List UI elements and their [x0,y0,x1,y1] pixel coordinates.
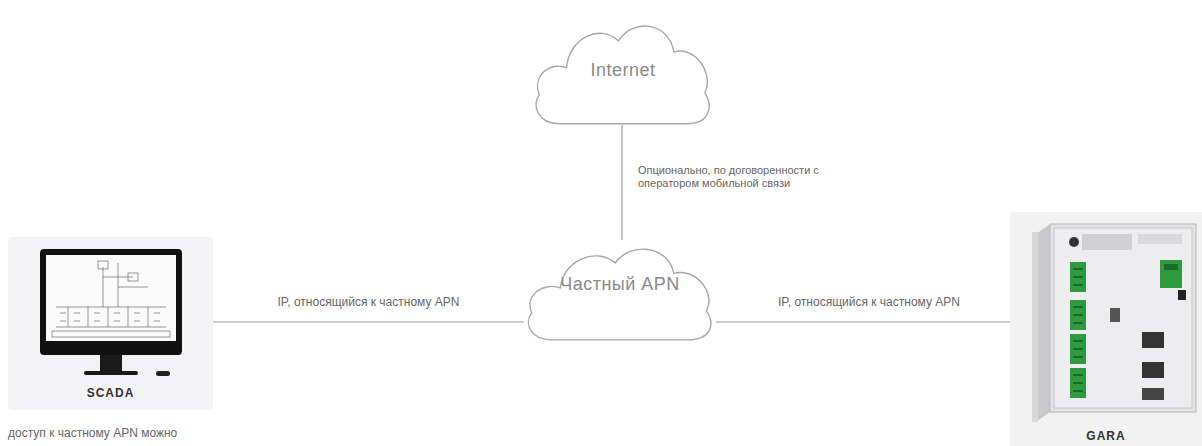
link-label: IP, относящийся к частному APN [276,295,462,309]
device-name: GARA [1010,429,1202,443]
panel-ground [1010,212,1202,446]
internet-cloud: Internet [532,14,714,126]
device-image [1010,212,1202,446]
cloud-label: Internet [532,60,714,81]
panel-ground [8,237,213,410]
device-illustration [1032,224,1196,422]
link-label: IP, относящийся к частному APN [776,295,962,309]
monitor-icon [40,249,182,376]
device-image [8,237,213,410]
link-line [716,321,1022,322]
cloud-label: Частный APN [524,274,716,295]
apn-cloud: Частный APN [524,238,716,342]
note-text: доступ к частному APN можно [8,426,177,440]
link-line [213,321,524,322]
scada-panel: SCADA [8,237,213,410]
link-line [621,125,622,240]
device-name: SCADA [8,386,213,400]
link-label: Опционально, по договоренности с операто… [636,164,822,190]
gara-panel: GARA [1010,212,1202,446]
